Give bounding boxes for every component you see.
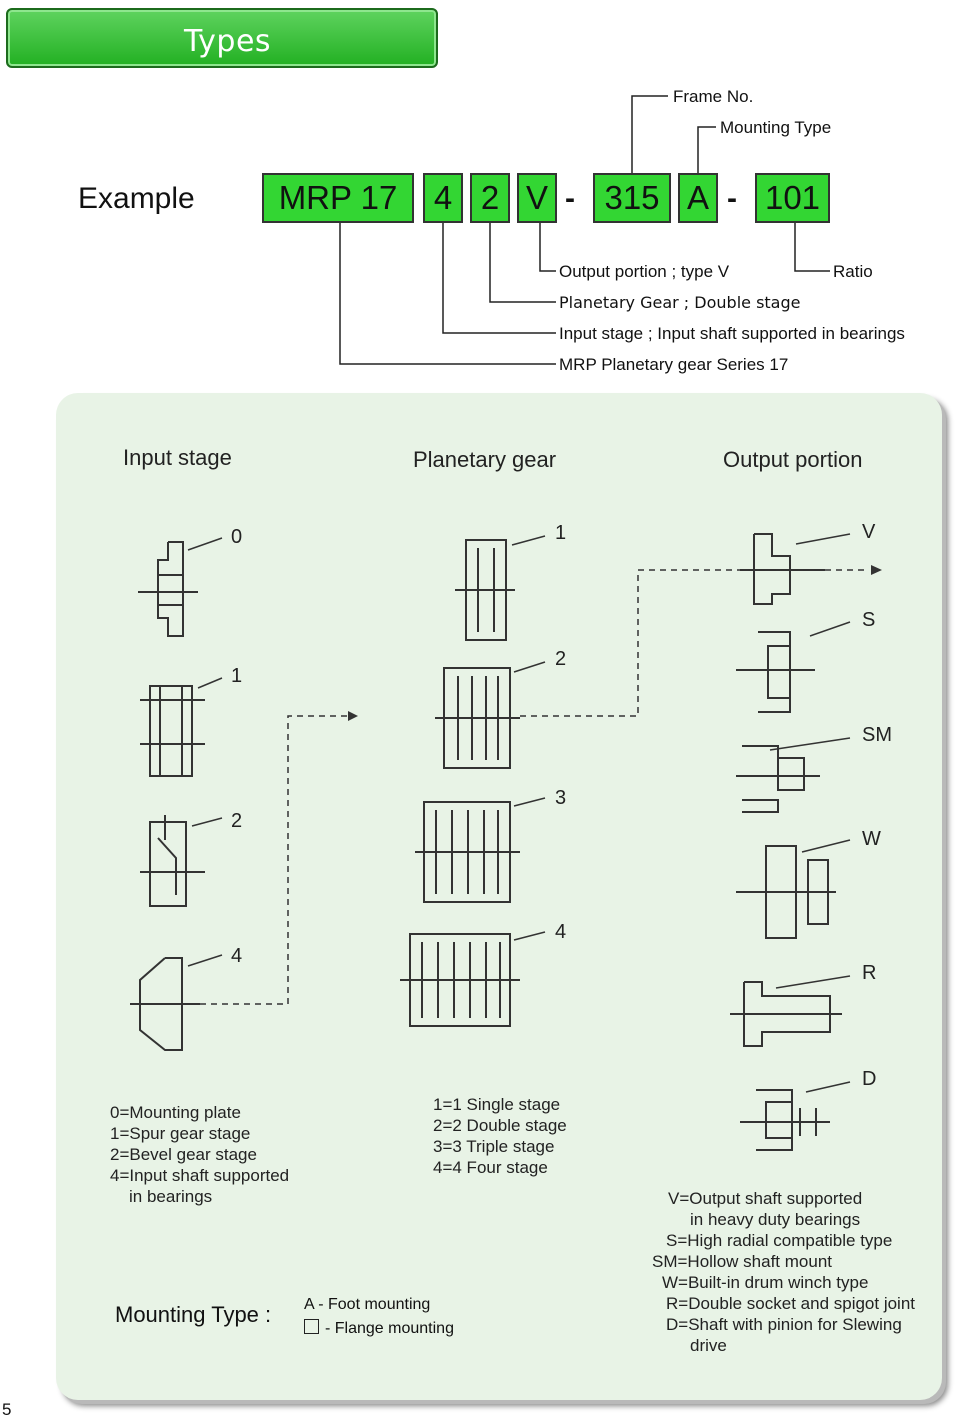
annotation-mounting-type: Mounting Type: [720, 118, 832, 137]
legend-line: 3=3 Triple stage: [433, 1137, 555, 1156]
code-ratio: 101: [755, 173, 830, 223]
code-output: V: [517, 173, 557, 223]
input-1-schematic: [140, 677, 223, 777]
column-output-portion: Output portion: [723, 447, 863, 472]
planetary-number: 2: [555, 648, 567, 670]
input-number: 0: [231, 526, 243, 548]
annotation-lines: [339, 95, 830, 365]
legend-line: 0=Mounting plate: [110, 1103, 241, 1122]
example-label: Example: [78, 182, 195, 215]
annotation-frame-no: Frame No.: [673, 87, 754, 106]
output-letter: W: [862, 828, 881, 850]
planetary-number: 3: [555, 787, 567, 809]
mounting-type-flange: - Flange mounting: [304, 1319, 454, 1338]
mounting-type-label: Mounting Type :: [115, 1302, 272, 1327]
output-v-schematic: [740, 533, 851, 605]
legend-line: 4=4 Four stage: [433, 1158, 548, 1177]
planetary-number: 1: [555, 522, 567, 544]
legend-line: in heavy duty bearings: [690, 1210, 861, 1229]
planetary-legend: 1=1 Single stage 2=2 Double stage 3=3 Tr…: [433, 1094, 567, 1178]
page-number: 5: [2, 1400, 12, 1419]
planetary-2-schematic: [435, 661, 546, 769]
input-2-schematic: [140, 815, 223, 907]
mounting-type-foot: A - Foot mounting: [304, 1296, 431, 1313]
selection-path: [200, 569, 868, 1005]
output-legend: V=Output shaft supported in heavy duty b…: [652, 1188, 915, 1356]
annotation-ratio: Ratio: [833, 262, 873, 281]
path-arrows: [348, 565, 882, 721]
code-dash: -: [727, 182, 737, 215]
code-frame-no: 315: [593, 173, 671, 223]
code-planetary: 2: [470, 173, 510, 223]
input-number: 2: [231, 810, 243, 832]
flange-text: - Flange mounting: [325, 1320, 454, 1337]
output-letter: V: [862, 521, 876, 543]
legend-line: 1=Spur gear stage: [110, 1124, 251, 1143]
input-number: 1: [231, 665, 243, 687]
code-input-stage: 4: [423, 173, 463, 223]
planetary-number: 4: [555, 921, 567, 943]
legend-line: drive: [690, 1336, 727, 1355]
legend-line: D=Shaft with pinion for Slewing: [666, 1315, 902, 1334]
annotation-planetary: Planetary Gear ; Double stage: [559, 293, 801, 312]
legend-line: 4=Input shaft supported: [110, 1166, 290, 1185]
code-series: MRP 17: [262, 173, 414, 223]
output-r-schematic: [730, 975, 851, 1047]
legend-line: 2=Bevel gear stage: [110, 1145, 257, 1164]
output-sm-schematic: [736, 737, 851, 813]
annotation-output: Output portion ; type V: [559, 262, 730, 281]
annotation-series: MRP Planetary gear Series 17: [559, 355, 789, 374]
legend-line: V=Output shaft supported: [668, 1189, 863, 1208]
output-w-schematic: [736, 839, 851, 939]
code-mounting: A: [678, 173, 718, 223]
square-icon: [304, 1319, 319, 1334]
input-number: 4: [231, 945, 243, 967]
planetary-3-schematic: [415, 797, 546, 903]
diagram-panel: [56, 393, 942, 1400]
legend-line: 1=1 Single stage: [433, 1095, 561, 1114]
column-planetary-gear: Planetary gear: [413, 447, 557, 472]
page-title: Types: [184, 24, 272, 59]
input-0-schematic: [138, 537, 223, 637]
legend-line: W=Built-in drum winch type: [662, 1273, 869, 1292]
output-letter: S: [862, 609, 876, 631]
input-4-schematic: [130, 954, 223, 1051]
planetary-1-schematic: [455, 535, 546, 641]
legend-line: in bearings: [129, 1187, 213, 1206]
input-legend: 0=Mounting plate 1=Spur gear stage 2=Bev…: [110, 1102, 289, 1207]
legend-line: R=Double socket and spigot joint: [666, 1294, 916, 1313]
legend-line: S=High radial compatible type: [666, 1231, 893, 1250]
output-letter: D: [862, 1068, 877, 1090]
output-letter: R: [862, 962, 877, 984]
annotation-input-stage: Input stage ; Input shaft supported in b…: [559, 324, 905, 343]
output-s-schematic: [736, 621, 851, 713]
output-d-schematic: [740, 1081, 851, 1151]
output-letter: SM: [862, 724, 892, 746]
legend-line: 2=2 Double stage: [433, 1116, 567, 1135]
planetary-4-schematic: [400, 931, 546, 1027]
column-input-stage: Input stage: [123, 445, 232, 470]
code-dash: -: [565, 182, 575, 215]
title-banner: Types: [6, 8, 438, 68]
legend-line: SM=Hollow shaft mount: [652, 1252, 832, 1271]
